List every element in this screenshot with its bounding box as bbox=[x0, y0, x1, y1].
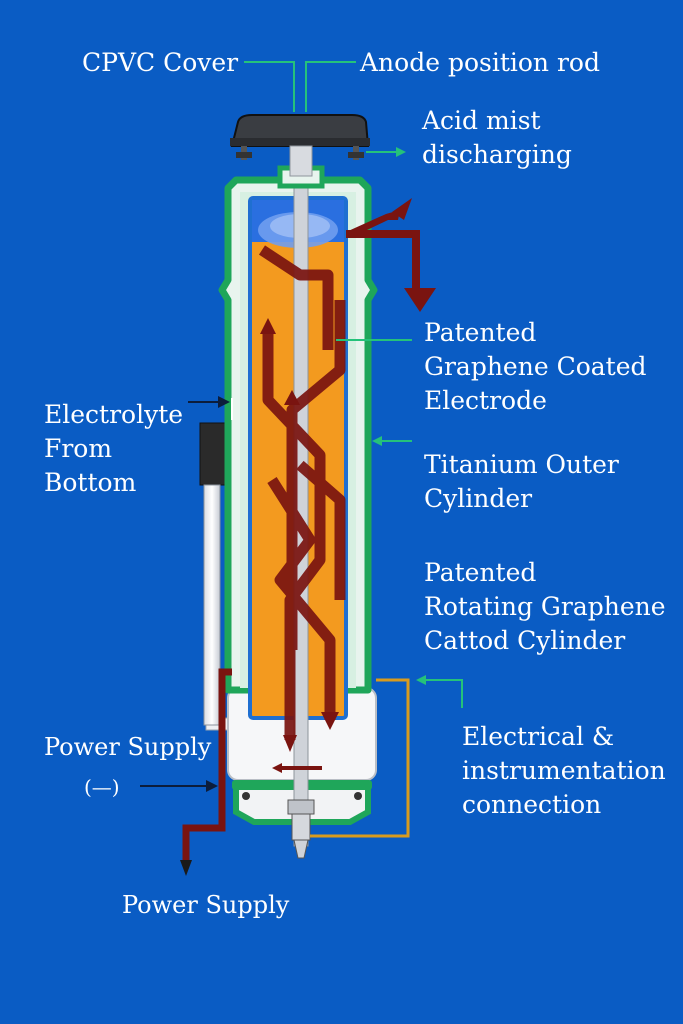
label-electrolyte-line-3: Bottom bbox=[44, 468, 137, 497]
label-electrolyte-line-2: From bbox=[44, 434, 113, 463]
label-graphene-electrode-line-1: Patented bbox=[424, 318, 537, 347]
label-rotating-cathode-line-2: Rotating Graphene bbox=[424, 592, 666, 621]
electrolyte-flow-arrows bbox=[258, 245, 346, 740]
label-acid-mist: Acid mist discharging bbox=[422, 104, 572, 172]
label-graphene-electrode-line-3: Electrode bbox=[424, 386, 547, 415]
negative-power-arrowhead bbox=[180, 860, 192, 876]
label-electrical-line-3: connection bbox=[462, 790, 602, 819]
bottom-nozzle bbox=[287, 799, 315, 859]
label-power-supply-negative: Power Supply bbox=[44, 733, 212, 761]
label-cpvc-cover: CPVC Cover bbox=[82, 48, 239, 77]
negative-power-wire bbox=[182, 668, 232, 862]
acid-mist-exhaust-arrow bbox=[346, 198, 436, 312]
label-titanium-line-2: Cylinder bbox=[424, 484, 533, 513]
label-electrical-line-2: instrumentation bbox=[462, 756, 666, 785]
label-power-supply-negative-sign: (—) bbox=[84, 775, 120, 799]
label-electrical-line-1: Electrical & bbox=[462, 722, 615, 751]
label-titanium-line-1: Titanium Outer bbox=[424, 450, 619, 479]
label-electrolyte: Electrolyte From Bottom bbox=[44, 398, 183, 500]
label-electrolyte-line-1: Electrolyte bbox=[44, 400, 184, 429]
cpvc-cover bbox=[230, 114, 370, 177]
electrical-connection-wire bbox=[310, 678, 410, 838]
leader-lines bbox=[140, 61, 463, 792]
label-acid-mist-line-2: discharging bbox=[422, 140, 572, 169]
label-rotating-cathode-line-3: Cattod Cylinder bbox=[424, 626, 626, 655]
label-rotating-cathode-line-1: Patented bbox=[424, 558, 537, 587]
label-electrical-connection: Electrical & instrumentation connection bbox=[462, 720, 666, 822]
label-rotating-cathode: Patented Rotating Graphene Cattod Cylind… bbox=[424, 556, 666, 658]
label-acid-mist-line-1: Acid mist bbox=[422, 106, 541, 135]
flow-arrow-heads bbox=[260, 318, 339, 752]
label-anode-position-rod: Anode position rod bbox=[360, 48, 600, 77]
label-graphene-electrode-line-2: Graphene Coated bbox=[424, 352, 647, 381]
label-power-supply-bottom: Power Supply bbox=[122, 891, 290, 919]
label-titanium-cylinder: Titanium Outer Cylinder bbox=[424, 448, 619, 516]
label-graphene-electrode: Patented Graphene Coated Electrode bbox=[424, 316, 647, 418]
